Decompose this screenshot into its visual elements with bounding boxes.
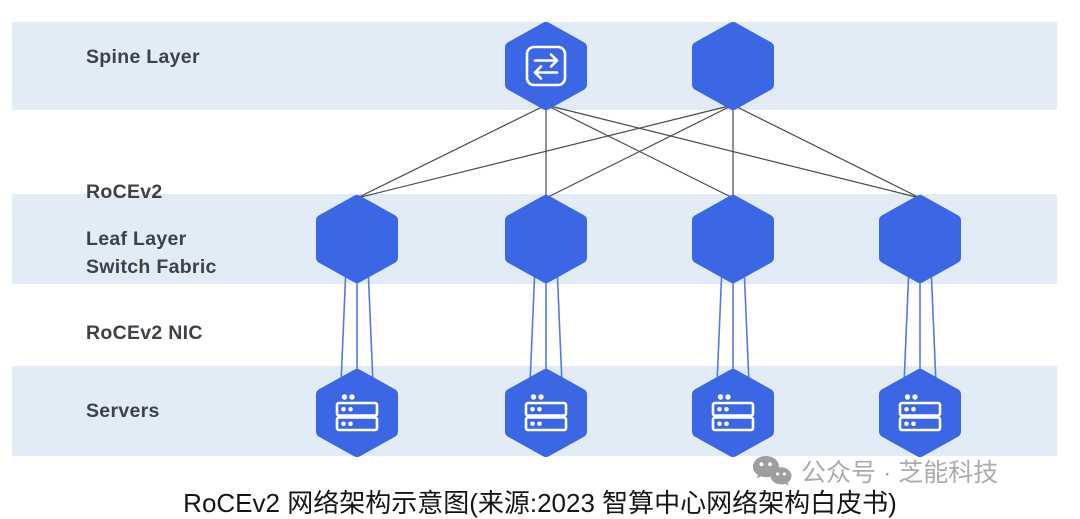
server-3	[692, 369, 774, 457]
server-1	[316, 369, 398, 457]
switch-fabric-label: RoCEv2 Switch Fabric	[86, 130, 217, 330]
spine-leaf-link	[732, 104, 921, 199]
leaf-switch-3	[692, 195, 774, 283]
spine-switch-2	[692, 22, 774, 110]
nic-layer-label: RoCEv2 NIC	[86, 322, 203, 344]
server-node-hexagon	[692, 369, 774, 457]
spine-layer-label: Spine Layer	[86, 46, 200, 68]
spine-switch-1	[505, 22, 587, 110]
server-node-hexagon	[316, 369, 398, 457]
leaf-server-nic-link	[716, 265, 723, 385]
spine-leaf-link	[545, 104, 734, 199]
switch-fabric-label-line1: RoCEv2	[86, 181, 163, 203]
server-icon	[524, 394, 568, 432]
spine-leaf-link	[356, 104, 734, 199]
wechat-icon	[753, 455, 792, 485]
spine-switch-node-hexagon	[692, 22, 774, 110]
server-node-hexagon	[879, 369, 961, 457]
server-2	[505, 369, 587, 457]
spine-switch-node-hexagon	[505, 22, 587, 110]
leaf-server-nic-link	[367, 265, 374, 385]
watermark: 公众号 · 芝能科技	[752, 453, 998, 489]
diagram-caption: RoCEv2 网络架构示意图(来源:2023 智算中心网络架构白皮书)	[183, 488, 897, 518]
leaf-server-nic-link	[743, 265, 750, 385]
server-4	[879, 369, 961, 457]
leaf-server-nic-link	[340, 265, 347, 385]
spine-leaf-link	[356, 104, 547, 199]
leaf-switch-2	[505, 195, 587, 283]
watermark-text: 公众号 · 芝能科技	[801, 459, 999, 487]
leaf-switch-node-hexagon	[505, 195, 587, 283]
server-icon	[711, 394, 755, 432]
servers-layer-label: Servers	[86, 400, 160, 422]
leaf-server-nic-link	[930, 265, 937, 385]
leaf-switch-4	[879, 195, 961, 283]
leaf-switch-node-hexagon	[316, 195, 398, 283]
swap-arrows-icon	[525, 45, 567, 87]
leaf-layer-label: Leaf Layer	[86, 228, 187, 250]
leaf-server-nic-link	[903, 265, 910, 385]
switch-fabric-label-line2: Switch Fabric	[86, 256, 217, 278]
leaf-server-nic-link	[529, 265, 536, 385]
server-icon	[898, 394, 942, 432]
server-icon	[335, 394, 379, 432]
leaf-switch-node-hexagon	[692, 195, 774, 283]
leaf-switch-node-hexagon	[879, 195, 961, 283]
server-node-hexagon	[505, 369, 587, 457]
leaf-server-nic-link	[556, 265, 563, 385]
leaf-switch-1	[316, 195, 398, 283]
